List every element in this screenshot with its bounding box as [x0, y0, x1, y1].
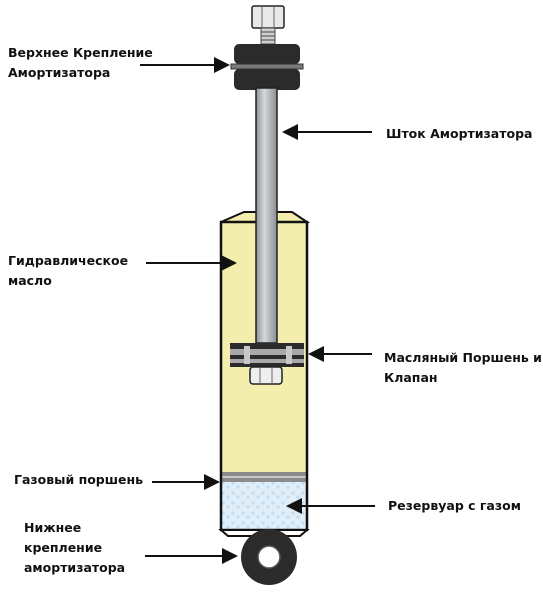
upper-mount	[230, 5, 304, 90]
label-upper-mount: Верхнее Крепление Амортизатора	[8, 43, 153, 83]
label-oil-line2: масло	[8, 273, 52, 288]
oil-piston-valve	[230, 343, 304, 385]
label-piston-valve-line1: Масляный Поршень и	[384, 350, 542, 365]
upper-bushing	[234, 44, 300, 64]
label-upper-mount-line2: Амортизатора	[8, 65, 111, 80]
lower-mount-eye	[241, 529, 297, 585]
label-oil-line1: Гидравлическое	[8, 253, 129, 268]
label-lower-mount-line2: крепление	[24, 540, 103, 555]
label-piston-valve-line2: Клапан	[384, 370, 438, 385]
label-rod: Шток Амортизатора	[386, 124, 532, 144]
lower-bushing	[234, 69, 300, 90]
piston-nut	[249, 366, 283, 385]
label-gas-piston: Газовый поршень	[14, 470, 143, 490]
label-upper-mount-line1: Верхнее Крепление	[8, 45, 153, 60]
leader-arrows	[140, 57, 375, 564]
label-piston-valve: Масляный Поршень и Клапан	[384, 348, 542, 388]
label-gas-reservoir-text: Резервуар с газом	[388, 498, 521, 513]
piston-rod	[255, 87, 278, 344]
label-rod-text: Шток Амортизатора	[386, 126, 533, 141]
label-gas-piston-text: Газовый поршень	[14, 472, 144, 487]
label-lower-mount: Нижнее крепление амортизатора	[24, 518, 125, 578]
top-nut	[251, 5, 285, 29]
mount-washer	[230, 63, 304, 70]
label-lower-mount-line3: амортизатора	[24, 560, 126, 575]
label-gas-reservoir: Резервуар с газом	[388, 496, 521, 516]
label-oil: Гидравлическое масло	[8, 251, 128, 291]
label-lower-mount-line1: Нижнее	[24, 520, 82, 535]
